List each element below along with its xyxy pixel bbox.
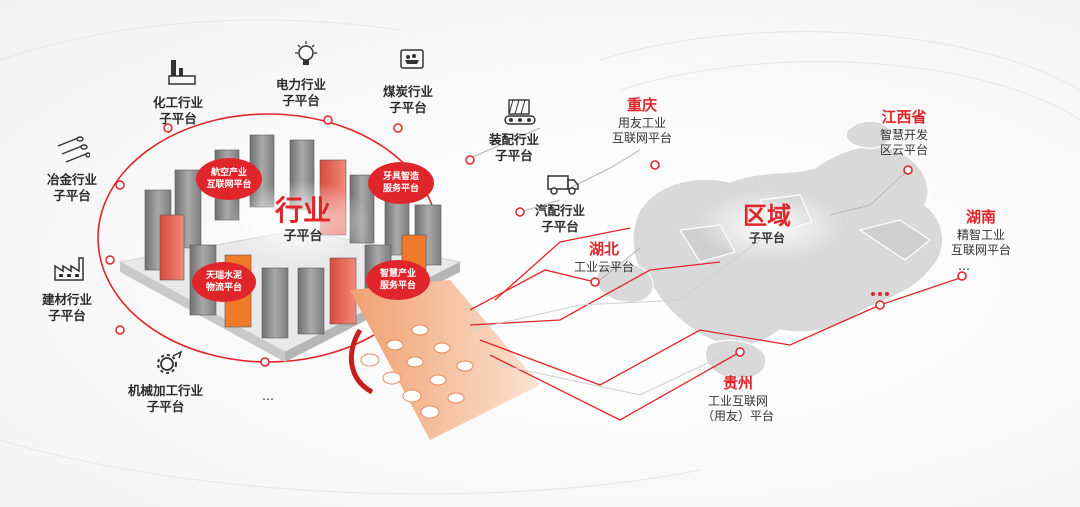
ring-nodes xyxy=(105,115,525,367)
industry-label-chemical-l1: 化工行业 xyxy=(153,95,204,110)
bubble-3: 天瑞水泥 物流平台 xyxy=(192,262,256,302)
region-chongqing-l1: 用友工业 xyxy=(618,115,667,130)
industry-label-power-l2: 子平台 xyxy=(282,92,320,108)
bubble-4: 智慧产业 服务平台 xyxy=(366,260,430,300)
region-label-guizhou: 贵州 工业互联网 （用友）平台 xyxy=(702,374,774,425)
bubble-2-line1: 牙具智造 xyxy=(382,172,419,182)
region-dots xyxy=(871,292,889,296)
region-nodes xyxy=(590,160,967,357)
industry-label-building-materials-l1: 建材行业 xyxy=(42,292,93,307)
industry-label-auto-parts-l2: 子平台 xyxy=(541,218,579,234)
region-guizhou-l1: 工业互联网 xyxy=(708,393,769,408)
industry-label-machining-l1: 机械加工行业 xyxy=(128,383,204,398)
industry-label-coal-l2: 子平台 xyxy=(389,99,427,115)
bubble-4-line1: 智慧产业 xyxy=(379,269,416,279)
label-connectors xyxy=(469,127,909,281)
bubble-3-line2: 物流平台 xyxy=(205,282,242,293)
bubble-1-line1: 航空产业 xyxy=(210,168,247,178)
bubble-1: 航空产业 互联网平台 xyxy=(196,158,262,200)
flow-lines-grey xyxy=(469,239,761,396)
bubble-2: 牙具智造 服务平台 xyxy=(368,162,434,204)
region-label-hunan: 湖南 精智工业 互联网平台 xyxy=(951,208,1011,259)
industry-label-auto-parts-l1: 汽配行业 xyxy=(535,203,586,218)
industry-core-subtitle: 子平台 xyxy=(283,229,323,245)
region-label-jiangxi: 江西省 智慧开发 区云平台 xyxy=(880,108,928,159)
industry-label-power: 电力行业 子平台 xyxy=(276,77,326,108)
lightbulb-icon xyxy=(295,41,317,65)
industry-label-chemical-l2: 子平台 xyxy=(159,110,197,126)
industry-label-machining: 机械加工行业 子平台 xyxy=(128,383,203,414)
region-core-badge: 区域 子平台 xyxy=(722,202,812,246)
region-hunan-l2: 互联网平台 xyxy=(951,243,1012,258)
bubble-3-line1: 天瑞水泥 xyxy=(205,271,242,281)
region-name-hubei: 湖北 xyxy=(589,240,620,258)
industry-label-assembly-l2: 子平台 xyxy=(495,147,533,163)
region-core-title: 区域 xyxy=(743,202,791,230)
region-hubei-l1: 工业云平台 xyxy=(574,259,635,274)
region-label-hubei: 湖北 工业云平台 xyxy=(574,240,634,275)
truck-icon xyxy=(547,175,579,195)
conveyor-icon xyxy=(504,99,536,125)
region-name-jiangxi: 江西省 xyxy=(881,108,927,126)
region-more: ... xyxy=(958,258,970,273)
factory-chimney-icon xyxy=(168,60,196,85)
region-name-chongqing: 重庆 xyxy=(627,96,658,114)
industry-more: ... xyxy=(262,388,274,403)
pipes-icon xyxy=(57,136,90,163)
region-core-subtitle: 子平台 xyxy=(748,231,785,246)
bubble-4-line2: 服务平台 xyxy=(379,280,416,291)
region-jiangxi-l2: 区云平台 xyxy=(880,143,929,158)
region-chongqing-l2: 互联网平台 xyxy=(612,131,673,146)
industry-core-badge: 行业 子平台 xyxy=(258,194,348,245)
industry-label-auto-parts: 汽配行业 子平台 xyxy=(535,203,585,234)
industry-label-assembly: 装配行业 子平台 xyxy=(489,132,539,163)
industry-core-title: 行业 xyxy=(274,194,331,227)
bubble-2-line2: 服务平台 xyxy=(382,183,419,194)
region-name-hunan: 湖南 xyxy=(966,208,997,226)
industry-label-assembly-l1: 装配行业 xyxy=(489,132,540,147)
industry-label-metallurgy-l1: 冶金行业 xyxy=(47,172,98,187)
industry-label-building-materials-l2: 子平台 xyxy=(48,307,86,323)
region-guizhou-l2: （用友）平台 xyxy=(702,409,775,424)
industry-label-metallurgy-l2: 子平台 xyxy=(53,187,91,203)
industry-label-coal: 煤炭行业 子平台 xyxy=(383,84,433,115)
region-glow xyxy=(695,190,845,262)
region-name-guizhou: 贵州 xyxy=(723,374,754,392)
bubble-1-line2: 互联网平台 xyxy=(206,179,252,190)
factory-icon xyxy=(54,257,84,281)
industry-label-coal-l1: 煤炭行业 xyxy=(383,84,434,99)
mine-cart-icon xyxy=(400,49,424,69)
region-jiangxi-l1: 智慧开发 xyxy=(880,127,929,142)
flow-lines xyxy=(469,227,961,421)
industry-label-power-l1: 电力行业 xyxy=(276,77,327,92)
region-label-chongqing: 重庆 用友工业 互联网平台 xyxy=(612,96,672,147)
background-arcs xyxy=(0,19,1080,495)
industry-label-chemical: 化工行业 子平台 xyxy=(153,95,203,126)
region-hunan-l1: 精智工业 xyxy=(957,227,1006,242)
industry-label-metallurgy: 冶金行业 子平台 xyxy=(47,172,97,203)
industry-label-machining-l2: 子平台 xyxy=(146,398,185,414)
industry-label-building-materials: 建材行业 子平台 xyxy=(42,292,92,323)
gear-wrench-icon xyxy=(157,350,183,374)
cable-bundle xyxy=(349,280,540,440)
